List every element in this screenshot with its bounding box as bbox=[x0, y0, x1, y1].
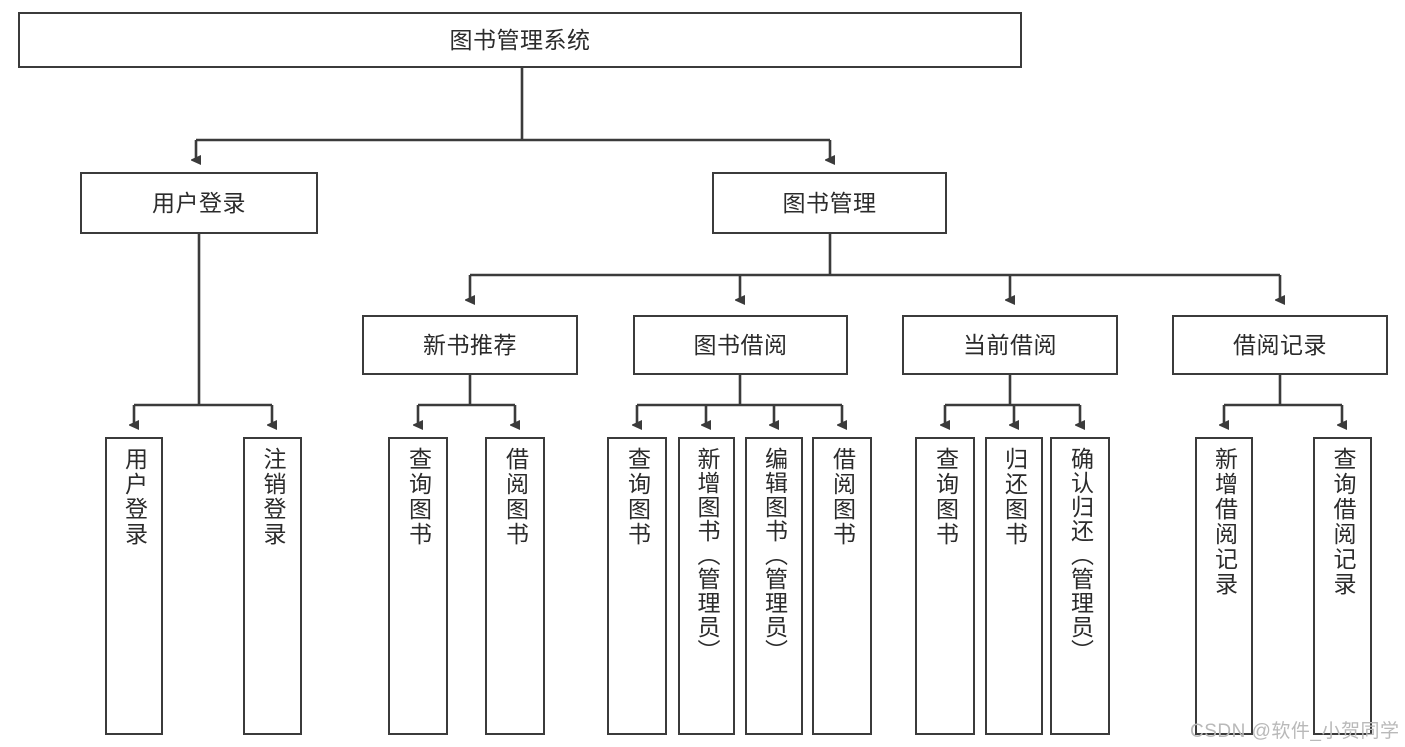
node-root-system-label: 图书管理系统 bbox=[449, 26, 591, 53]
node-root-system[interactable]: 图书管理系统 bbox=[18, 12, 1022, 68]
node-leaf-query-book-borrow-label: 查询图书 bbox=[624, 447, 651, 547]
node-leaf-add-borrow-record-label: 新增借阅记录 bbox=[1211, 447, 1238, 597]
node-book-management[interactable]: 图书管理 bbox=[712, 172, 947, 234]
node-leaf-confirm-return-admin[interactable]: 确认归还（管理员） bbox=[1050, 437, 1110, 735]
node-leaf-query-borrow-record-label: 查询借阅记录 bbox=[1330, 447, 1356, 597]
node-leaf-borrow-book-newbook-label: 借阅图书 bbox=[502, 447, 529, 547]
node-leaf-query-book-newbook[interactable]: 查询图书 bbox=[388, 437, 448, 735]
node-current-borrow-label: 当前借阅 bbox=[963, 331, 1057, 358]
node-leaf-return-book-label: 归还图书 bbox=[1001, 447, 1028, 547]
node-leaf-user-login-label: 用户登录 bbox=[121, 447, 148, 547]
node-leaf-query-book-current[interactable]: 查询图书 bbox=[915, 437, 975, 735]
node-leaf-edit-book-admin[interactable]: 编辑图书（管理员） bbox=[745, 437, 803, 735]
node-new-book-recommend-label: 新书推荐 bbox=[423, 331, 517, 358]
node-leaf-return-book[interactable]: 归还图书 bbox=[985, 437, 1043, 735]
node-book-borrow-label: 图书借阅 bbox=[693, 331, 788, 358]
node-leaf-query-book-current-label: 查询图书 bbox=[932, 447, 959, 547]
node-new-book-recommend[interactable]: 新书推荐 bbox=[362, 315, 578, 375]
node-leaf-confirm-return-admin-label: 确认归还（管理员） bbox=[1067, 447, 1094, 663]
node-leaf-borrow-book-borrow[interactable]: 借阅图书 bbox=[812, 437, 872, 735]
node-current-borrow[interactable]: 当前借阅 bbox=[902, 315, 1118, 375]
node-leaf-user-login[interactable]: 用户登录 bbox=[105, 437, 163, 735]
node-leaf-logout[interactable]: 注销登录 bbox=[243, 437, 302, 735]
node-leaf-borrow-book-borrow-label: 借阅图书 bbox=[829, 447, 856, 547]
node-book-borrow[interactable]: 图书借阅 bbox=[633, 315, 848, 375]
node-leaf-add-book-admin-label: 新增图书（管理员） bbox=[694, 447, 720, 663]
node-leaf-edit-book-admin-label: 编辑图书（管理员） bbox=[761, 447, 788, 663]
node-leaf-add-borrow-record[interactable]: 新增借阅记录 bbox=[1195, 437, 1253, 735]
node-leaf-query-book-borrow[interactable]: 查询图书 bbox=[607, 437, 667, 735]
node-leaf-query-book-newbook-label: 查询图书 bbox=[405, 447, 432, 547]
node-borrow-records[interactable]: 借阅记录 bbox=[1172, 315, 1388, 375]
node-leaf-logout-label: 注销登录 bbox=[260, 447, 286, 547]
node-user-login-label: 用户登录 bbox=[152, 189, 246, 216]
node-leaf-add-book-admin[interactable]: 新增图书（管理员） bbox=[678, 437, 735, 735]
node-leaf-query-borrow-record[interactable]: 查询借阅记录 bbox=[1313, 437, 1372, 735]
csdn-watermark: CSDN @软件_小贺同学 bbox=[1190, 721, 1400, 742]
node-borrow-records-label: 借阅记录 bbox=[1233, 331, 1327, 358]
node-leaf-borrow-book-newbook[interactable]: 借阅图书 bbox=[485, 437, 545, 735]
node-user-login[interactable]: 用户登录 bbox=[80, 172, 318, 234]
node-book-management-label: 图书管理 bbox=[782, 189, 877, 216]
